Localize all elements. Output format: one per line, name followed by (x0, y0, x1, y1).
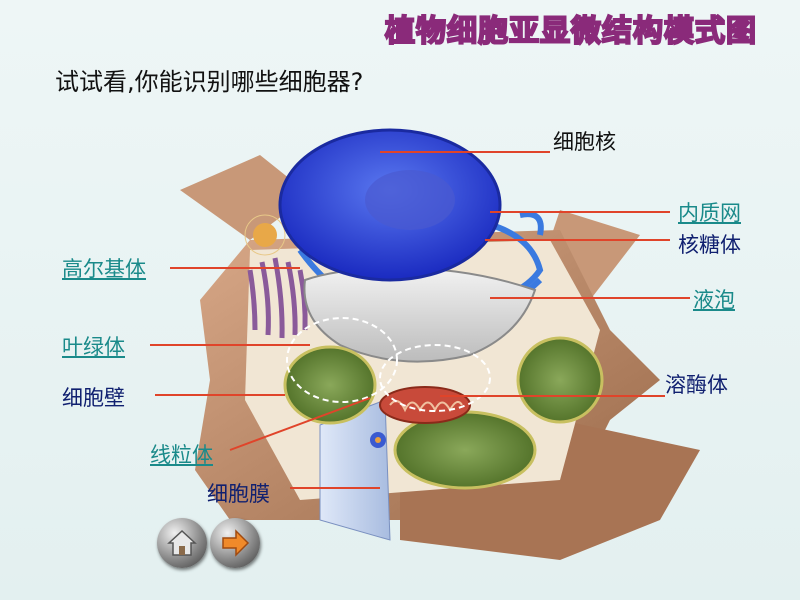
label-ribosome: 核糖体 (678, 233, 741, 257)
page-title: 植物细胞亚显微结构模式图 (384, 13, 757, 50)
label-lysosome: 溶酶体 (665, 373, 728, 397)
highlight-circles (286, 317, 491, 412)
golgi-apparatus (247, 257, 308, 339)
nucleus (278, 128, 502, 282)
question-text: 试试看,你能识别哪些细胞器? (55, 68, 364, 96)
arrow-right-icon (222, 529, 250, 557)
label-golgi[interactable]: 高尔基体 (62, 257, 146, 281)
home-icon (167, 529, 197, 556)
lysosome (370, 432, 386, 448)
mitochondrion (379, 386, 471, 424)
centrosome (244, 214, 286, 256)
label-cell-wall: 细胞壁 (62, 386, 125, 410)
label-cell-membrane: 细胞膜 (207, 482, 270, 506)
home-button[interactable] (157, 518, 207, 568)
next-button[interactable] (210, 518, 260, 568)
label-mitochondrion[interactable]: 线粒体 (150, 443, 213, 467)
label-nucleus: 细胞核 (553, 130, 616, 154)
chloroplast (283, 336, 604, 490)
label-er[interactable]: 内质网 (678, 201, 741, 225)
label-chloroplast[interactable]: 叶绿体 (62, 335, 125, 359)
label-vacuole[interactable]: 液泡 (693, 288, 735, 312)
pointer-lines (150, 151, 690, 489)
